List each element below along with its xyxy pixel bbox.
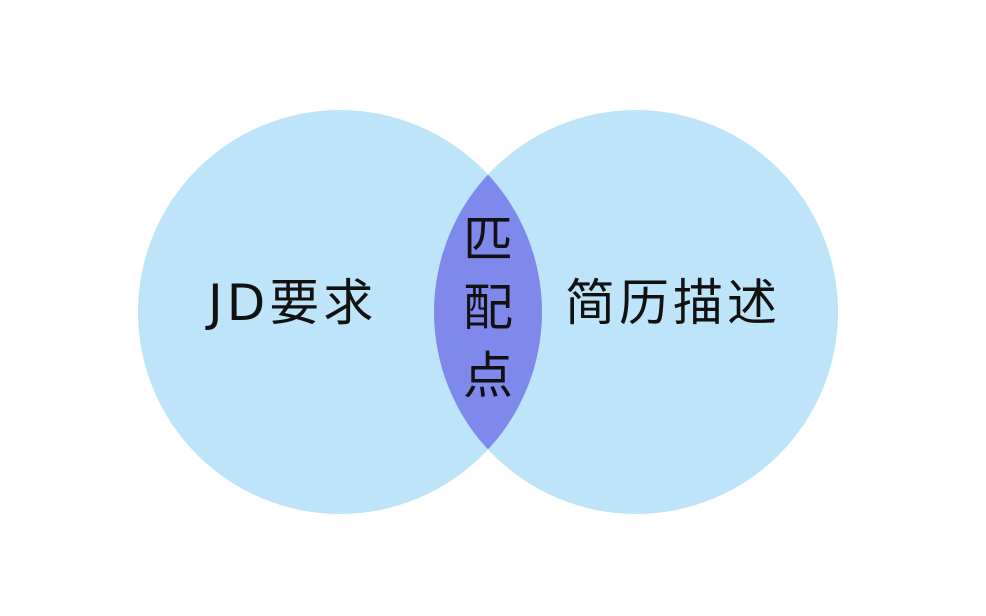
right-set-circle (434, 110, 838, 514)
left-set-circle (138, 110, 542, 514)
intersection-char: 点 (463, 347, 513, 405)
intersection-label: 匹 配 点 (461, 206, 515, 410)
intersection-char: 匹 (463, 211, 513, 269)
right-set-label: 简历描述 (565, 274, 781, 332)
intersection-char: 配 (463, 279, 513, 337)
left-set-label: JD要求 (208, 274, 378, 332)
